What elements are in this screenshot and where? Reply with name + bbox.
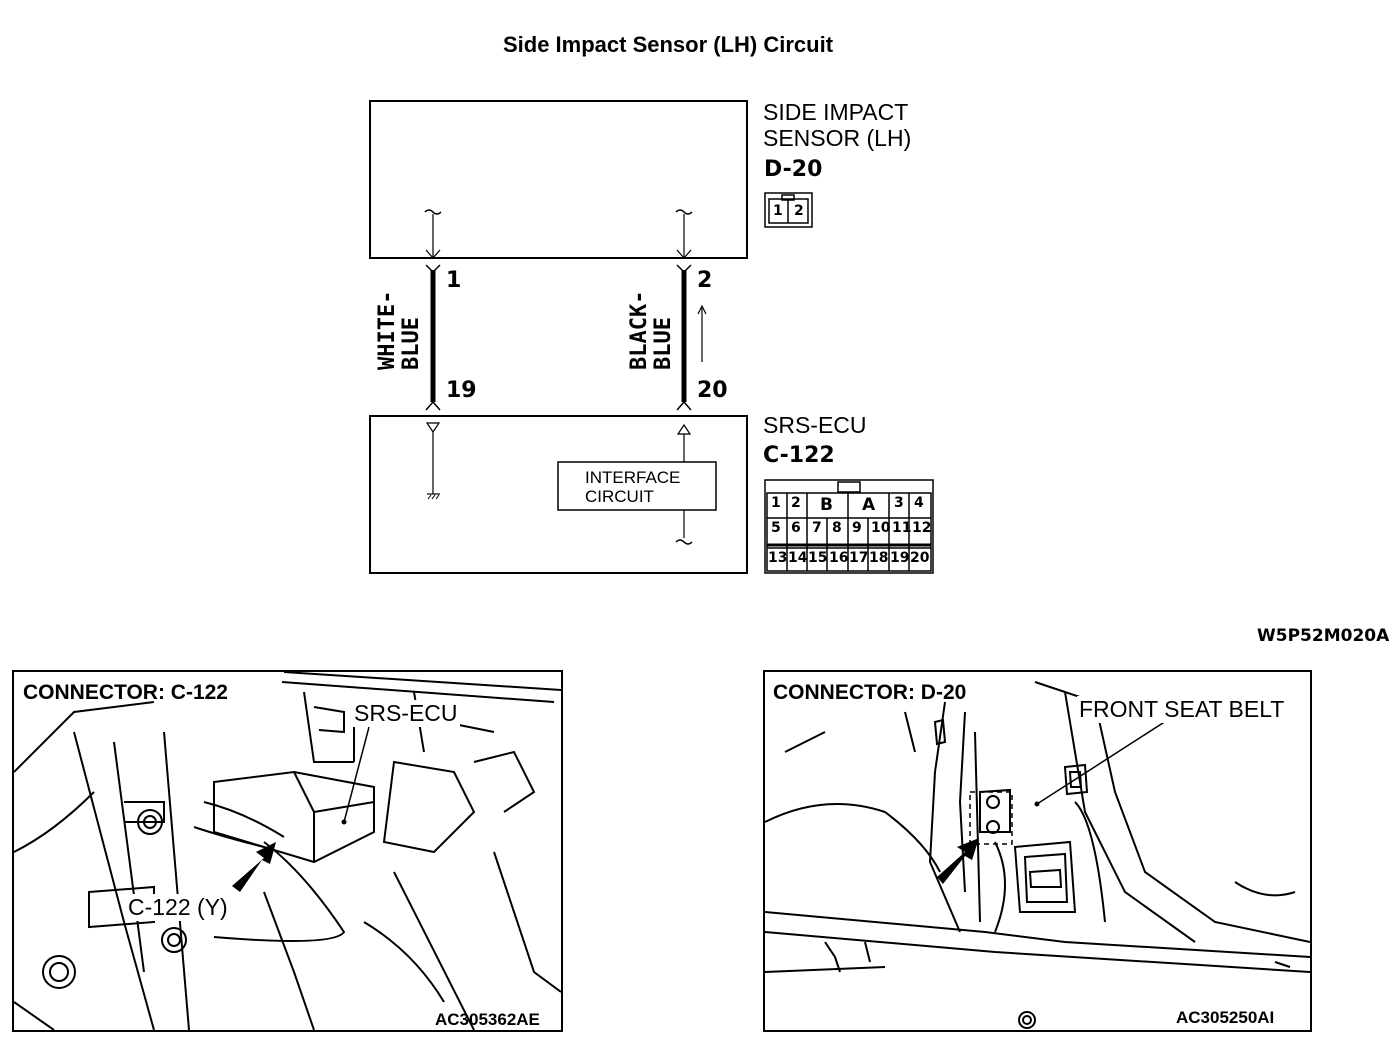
c122-pin-16: 16 xyxy=(829,550,849,566)
sensor-name-line2: SENSOR (LH) xyxy=(763,125,912,151)
wire2-color-line1: BLACK- xyxy=(627,290,652,370)
ecu-name: SRS-ECU xyxy=(763,412,867,438)
c122-pin-14: 14 xyxy=(788,550,808,566)
left-panel-title: CONNECTOR: C-122 xyxy=(23,681,228,704)
c122-pin-13: 13 xyxy=(768,550,788,566)
c122-pin-1: 1 xyxy=(771,495,781,511)
wire2-color-line2: BLUE xyxy=(651,317,676,370)
connector-c122-illustration: CONNECTOR: C-122 SRS-ECU C-122 (Y) AC305… xyxy=(12,670,563,1032)
sensor-name-line1: SIDE IMPACT xyxy=(763,99,909,125)
c122-pin-20: 20 xyxy=(910,550,930,566)
left-panel-component-label: SRS-ECU xyxy=(352,700,460,727)
c122-pin-A: A xyxy=(862,495,876,515)
pin-top-1: 1 xyxy=(446,268,462,293)
ecu-box xyxy=(369,415,748,574)
pin-top-2: 2 xyxy=(697,268,713,293)
pin-bottom-19: 19 xyxy=(446,378,477,403)
right-panel-code: AC305250AI xyxy=(1176,1008,1275,1027)
connector-d20-illustration: CONNECTOR: D-20 FRONT SEAT BELT AC305250… xyxy=(763,670,1312,1032)
c122-pin-17: 17 xyxy=(849,550,869,566)
interface-circuit-box xyxy=(557,461,717,511)
ecu-connector-id: C-122 xyxy=(763,443,835,468)
d20-connector-icon xyxy=(764,192,813,228)
d20-pin-2: 2 xyxy=(794,203,804,219)
c122-pin-2: 2 xyxy=(791,495,801,511)
d20-location-drawing xyxy=(765,681,1310,1029)
circuit-diagram xyxy=(369,100,934,574)
interface-line2: CIRCUIT xyxy=(585,487,654,506)
c122-connector-icon xyxy=(764,479,934,574)
right-panel-component-label: FRONT SEAT BELT xyxy=(1077,696,1287,723)
wire1-color-line2: BLUE xyxy=(399,317,424,370)
c122-location-drawing xyxy=(14,672,561,1030)
c122-pin-12: 12 xyxy=(912,520,932,536)
c122-pin-10: 10 xyxy=(871,520,891,536)
right-panel-title: CONNECTOR: D-20 xyxy=(773,681,967,704)
pin-bottom-20: 20 xyxy=(697,378,728,403)
diagram-title: Side Impact Sensor (LH) Circuit xyxy=(502,32,834,57)
c122-pin-7: 7 xyxy=(812,520,822,536)
diagram-code: W5P52M020A xyxy=(1257,626,1390,646)
c122-pin-9: 9 xyxy=(852,520,862,536)
sensor-connector-id: D-20 xyxy=(764,157,823,182)
c122-pin-15: 15 xyxy=(808,550,828,566)
left-panel-code: AC305362AE xyxy=(435,1010,540,1029)
interface-line1: INTERFACE xyxy=(585,468,681,487)
c122-pin-8: 8 xyxy=(832,520,842,536)
wire1-color-line1: WHITE- xyxy=(375,290,400,370)
c122-pin-5: 5 xyxy=(771,520,781,536)
c122-pin-4: 4 xyxy=(914,495,924,511)
wire-white-blue xyxy=(424,209,442,500)
left-panel-connector-label: C-122 (Y) xyxy=(126,894,230,921)
c122-pin-19: 19 xyxy=(890,550,910,566)
c122-pin-3: 3 xyxy=(894,495,904,511)
d20-pin-1: 1 xyxy=(773,203,783,219)
c122-pin-B: B xyxy=(820,495,833,515)
wire-black-blue xyxy=(675,209,707,545)
sensor-box xyxy=(369,100,748,259)
c122-pin-18: 18 xyxy=(869,550,889,566)
c122-pin-6: 6 xyxy=(791,520,801,536)
c122-pin-11: 11 xyxy=(892,520,912,536)
